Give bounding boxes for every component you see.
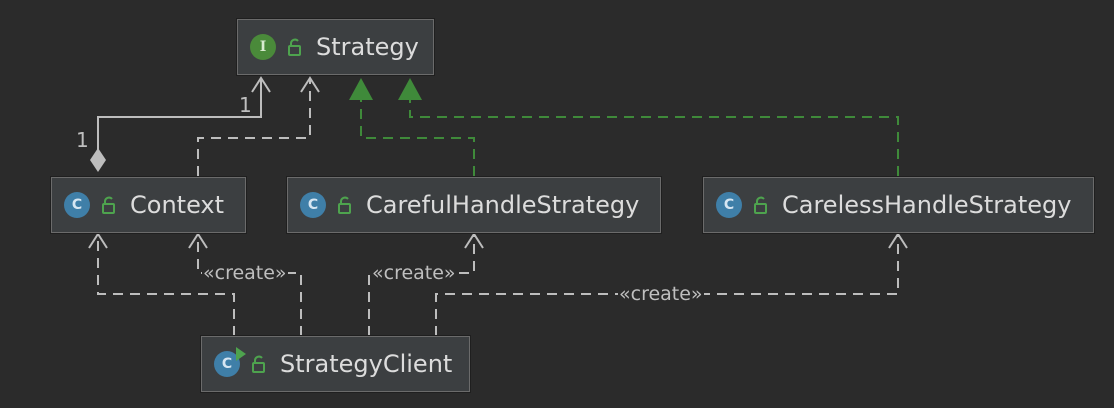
unlocked-icon <box>288 38 301 56</box>
realization-edge-careless-strategy <box>398 78 899 176</box>
create-label-careful: «create» <box>371 262 457 284</box>
dependency-edge-context-strategy <box>197 76 320 176</box>
create-label-context: «create» <box>202 262 288 284</box>
unlocked-icon <box>252 355 265 373</box>
node-label: Strategy <box>316 33 419 61</box>
unlocked-icon <box>754 196 767 214</box>
node-careful-handle-strategy[interactable]: C CarefulHandleStrategy <box>287 177 661 233</box>
multiplicity-target-label: 1 <box>239 93 252 117</box>
node-label: StrategyClient <box>280 350 453 378</box>
realization-edge-careful-strategy <box>349 78 475 176</box>
node-label: CarefulHandleStrategy <box>366 191 640 219</box>
run-marker-icon <box>236 347 246 361</box>
class-icon: C <box>64 192 90 218</box>
interface-icon: I <box>250 34 276 60</box>
multiplicity-source-label: 1 <box>76 128 89 152</box>
class-icon: C <box>716 192 742 218</box>
node-strategy[interactable]: I Strategy <box>237 19 434 75</box>
runnable-class-icon: C <box>214 347 246 377</box>
node-label: CarelessHandleStrategy <box>782 191 1072 219</box>
dependency-edge-client-context-1 <box>88 232 235 336</box>
create-label-careless: «create» <box>618 283 704 305</box>
unlocked-icon <box>338 196 351 214</box>
badge-letter: C <box>221 356 233 372</box>
node-context[interactable]: C Context <box>51 177 246 233</box>
class-icon: C <box>300 192 326 218</box>
node-strategy-client[interactable]: C StrategyClient <box>201 336 470 392</box>
create-edge-client-context <box>188 232 302 336</box>
unlocked-icon <box>102 196 115 214</box>
composition-edge-context-strategy <box>90 76 271 172</box>
node-label: Context <box>130 191 225 219</box>
composition-diamond <box>90 148 106 172</box>
create-edge-client-careful <box>368 232 484 336</box>
node-careless-handle-strategy[interactable]: C CarelessHandleStrategy <box>703 177 1094 233</box>
